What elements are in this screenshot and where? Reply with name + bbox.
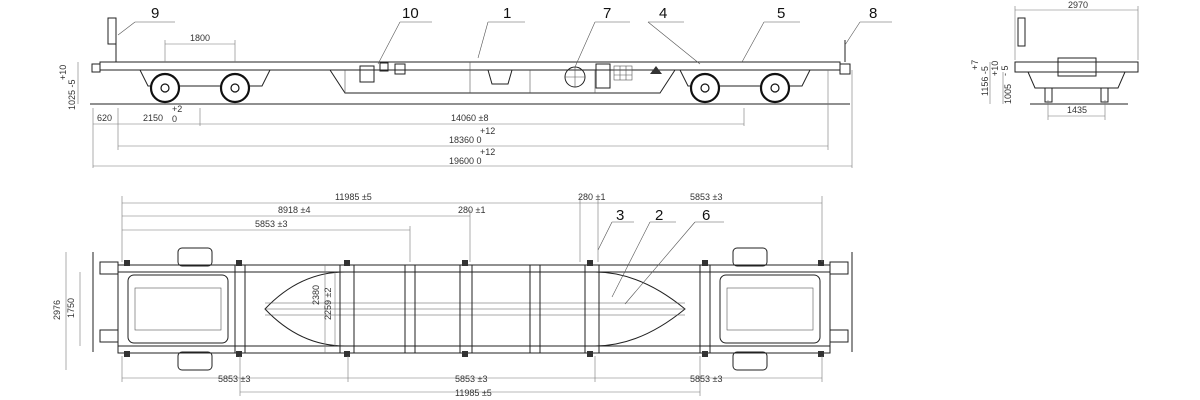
dim-1435: 1435 <box>1067 105 1087 115</box>
callout-5: 5 <box>777 5 785 22</box>
dim-18360: 18360 0 <box>449 135 482 145</box>
dim-2150: 2150 <box>143 113 163 123</box>
dim-bot-5853-left: 5853 ±3 <box>218 374 250 384</box>
side-view <box>90 17 851 105</box>
dim-2380: 2380 <box>311 285 321 305</box>
coupler-left-bottom <box>99 329 119 343</box>
dim-1005: 1005 <box>1003 84 1013 104</box>
coupler-right-top <box>829 261 849 275</box>
end-frame <box>1014 61 1139 73</box>
side-view-dimensions: 1800 +10 1025 -5 +2 0 620 2150 14060 ±8 … <box>58 33 853 168</box>
warning-triangle <box>650 66 662 74</box>
dim-mid-280: 280 ±1 <box>458 205 485 215</box>
dim-bot-11985: 11985 ±5 <box>455 388 492 398</box>
plan-bogie-left <box>127 247 229 371</box>
dim-bot-5853-right: 5853 ±3 <box>690 374 722 384</box>
plan-view <box>92 247 853 371</box>
dim-top-11985: 11985 ±5 <box>335 192 372 202</box>
dim-5853-left: 5853 ±3 <box>255 219 287 229</box>
callout-3: 3 <box>616 207 624 224</box>
end-view: 2970 +7 1156 -5 +10 - 5 1005 1435 <box>970 0 1139 120</box>
coupler-left-top <box>99 261 119 275</box>
end-bogie <box>1027 71 1126 89</box>
dim-plus10: +10 <box>58 65 68 80</box>
coupler-right-bottom <box>829 329 849 343</box>
dim-tol-plus12-b: +12 <box>480 147 495 157</box>
dim-1750: 1750 <box>66 298 76 318</box>
side-view-callouts: 9 10 1 7 4 5 8 <box>117 5 892 68</box>
dim-top-280: 280 ±1 <box>578 192 605 202</box>
dim-end-minus5: - 5 <box>1000 65 1010 76</box>
label-plate <box>359 65 375 83</box>
callout-10: 10 <box>402 5 419 22</box>
dim-1800: 1800 <box>190 33 210 43</box>
dim-plus7: +7 <box>970 60 980 70</box>
dim-1156: 1156 -5 <box>980 66 990 96</box>
plan-view-dimensions: 11985 ±5 280 ±1 5853 ±3 8918 ±4 280 ±1 5… <box>52 192 823 398</box>
bogie-left-frame <box>139 69 271 87</box>
plan-bogie-right <box>719 247 821 371</box>
dim-2259: 2259 ±2 <box>323 288 333 320</box>
box-panel <box>595 63 611 89</box>
bogie-right-frame <box>679 69 811 87</box>
dim-2976: 2976 <box>52 300 62 320</box>
plan-container-locks <box>124 260 824 357</box>
dim-tol-plus2: +2 <box>172 104 182 114</box>
plan-view-callouts: 3 2 6 <box>597 207 724 305</box>
dim-19600: 19600 0 <box>449 156 482 166</box>
handrail-left <box>107 17 117 45</box>
dim-620: 620 <box>97 113 112 123</box>
dim-8918: 8918 ±4 <box>278 205 310 215</box>
dim-tol-plus12-a: +12 <box>480 126 495 136</box>
callout-4: 4 <box>659 5 667 22</box>
dim-1025: 1025 -5 <box>67 79 77 110</box>
dim-top-5853: 5853 ±3 <box>690 192 722 202</box>
callout-7: 7 <box>603 5 611 22</box>
center-fitting <box>487 69 513 85</box>
end-handrail <box>1017 17 1026 47</box>
callout-6: 6 <box>702 207 710 224</box>
dim-2970: 2970 <box>1068 0 1088 10</box>
callout-1: 1 <box>503 5 511 22</box>
callout-9: 9 <box>151 5 159 22</box>
plan-outer-frame <box>117 264 831 354</box>
dim-14060: 14060 ±8 <box>451 113 488 123</box>
callout-8: 8 <box>869 5 877 22</box>
callout-2: 2 <box>655 207 663 224</box>
dim-tol-zero: 0 <box>172 114 177 124</box>
dim-bot-5853-mid: 5853 ±3 <box>455 374 487 384</box>
dim-end-plus10: +10 <box>990 61 1000 76</box>
